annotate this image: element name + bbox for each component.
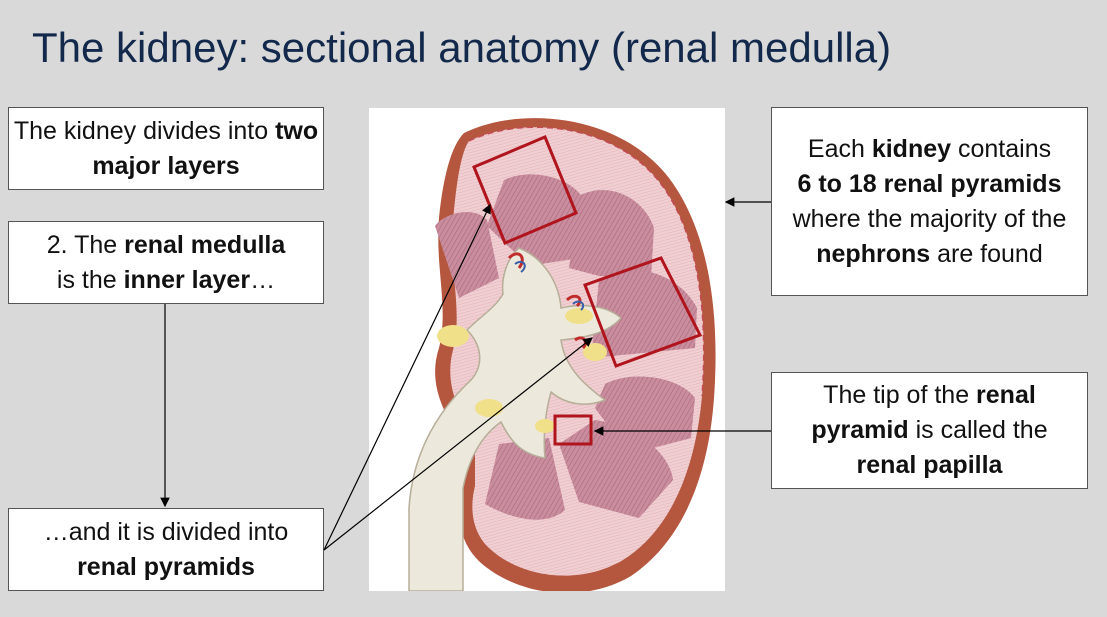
- highlight-pyramid-middle: [583, 256, 703, 368]
- slide-title: The kidney: sectional anatomy (renal med…: [32, 24, 892, 71]
- callout-divided-pyramids-text: …and it is divided into renal pyramids: [43, 517, 289, 581]
- callout-kidney-contains: Each kidney contains 6 to 18 renal pyram…: [771, 107, 1088, 296]
- fat-deposit-1: [437, 325, 469, 347]
- fat-deposit-3: [583, 343, 607, 361]
- pyramid-1: [487, 174, 583, 266]
- highlight-renal-papilla: [553, 414, 593, 446]
- fat-deposit-4: [475, 399, 503, 417]
- renal-pelvis: [408, 247, 623, 592]
- leader-pyramids-middle: [323, 337, 593, 551]
- callout-two-layers-text: The kidney divides into two major layers: [13, 116, 319, 180]
- callout-renal-medulla: 2. The renal medulla is the inner layer…: [8, 221, 324, 304]
- callout-renal-papilla: The tip of the renal pyramid is called t…: [771, 372, 1088, 489]
- pyramid-7: [435, 212, 499, 298]
- fat-deposit-2: [565, 308, 593, 324]
- callout-renal-papilla-text: The tip of the renal pyramid is called t…: [811, 381, 1048, 479]
- highlight-pyramid-upper: [472, 135, 578, 245]
- callout-kidney-contains-text: Each kidney contains 6 to 18 renal pyram…: [792, 134, 1067, 268]
- leader-pyramids-upper: [323, 203, 491, 551]
- pyramid-2: [569, 190, 654, 278]
- pyramid-3: [591, 269, 697, 358]
- fat-deposit-5: [535, 419, 555, 433]
- kidney-illustration-panel: [369, 108, 725, 594]
- callout-renal-medulla-text: 2. The renal medulla is the inner layer…: [46, 230, 286, 294]
- callout-two-layers: The kidney divides into two major layers: [8, 107, 324, 190]
- callout-divided-pyramids: …and it is divided into renal pyramids: [8, 508, 324, 591]
